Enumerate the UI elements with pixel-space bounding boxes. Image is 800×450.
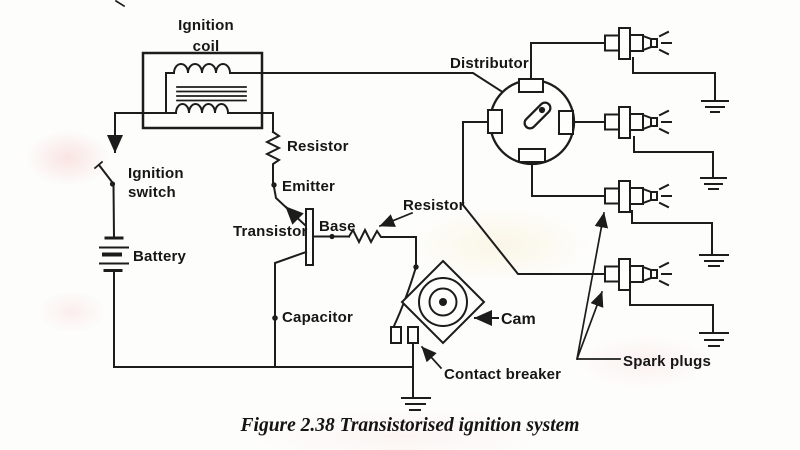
ground-symbol-1 [701, 100, 729, 113]
cam-center-dot [439, 298, 447, 306]
battery-label: Battery [133, 248, 187, 265]
ignition-switch: Ignition switch [93, 112, 184, 201]
switch-blade-tick [93, 160, 104, 170]
spark-plugs-arrow-upper [576, 212, 609, 360]
cam-outer-circle [418, 277, 468, 327]
coil-core [176, 86, 247, 102]
distributor-terminal-left [487, 109, 503, 134]
ground-symbol-3 [699, 254, 729, 267]
cam: Cam [400, 259, 536, 345]
contact-point-right [407, 326, 419, 344]
base-resistor: Resistor [347, 197, 465, 328]
scan-artifact-mark [114, 0, 126, 8]
contact-breaker-label: Contact breaker [444, 366, 561, 383]
emitter-resistor: Resistor [264, 130, 349, 186]
spark-plugs-label: Spark plugs [623, 353, 711, 370]
primary-winding-wire [165, 103, 274, 133]
ground-return-wire [113, 269, 414, 368]
base-resistor-label: Resistor [403, 197, 465, 214]
base-dot [329, 233, 335, 240]
switch-to-battery-wire [112, 182, 116, 240]
ignition-switch-label-line1: Ignition [128, 165, 184, 182]
spark-plugs-callout: Spark plugs [575, 212, 711, 370]
emitter-label: Emitter [282, 178, 335, 195]
plug3-ground-wire [631, 210, 713, 254]
capacitor: Capacitor [272, 309, 353, 326]
secondary-winding-wire [165, 63, 503, 114]
wire-to-plug-3 [531, 161, 606, 197]
plug2-ground-wire [633, 136, 714, 178]
cam-label: Cam [501, 311, 536, 328]
plug1-ground-wire [632, 57, 716, 101]
wire-to-plug-1 [530, 42, 606, 80]
base-resistor-zigzag [347, 227, 417, 266]
ignition-coil: Ignition coil [141, 17, 503, 133]
ignition-coil-label-line2: coil [193, 38, 220, 55]
resistor-zigzag [264, 130, 282, 186]
contact-breaker-pointer-arrow [420, 345, 443, 370]
emitter-junction-dot [271, 182, 277, 188]
spark-plug-1 [604, 27, 729, 113]
emitter-resistor-label: Resistor [287, 138, 349, 155]
emitter-arrow [284, 205, 304, 225]
ground-symbol-4 [699, 332, 729, 347]
capacitor-dot [272, 315, 278, 321]
wire-to-plug-4 [462, 121, 606, 275]
spark-plug-2 [604, 106, 727, 190]
ignition-switch-label-line2: switch [128, 184, 176, 201]
spark-plug-3 [604, 180, 729, 267]
base-resistor-pointer-arrow [378, 211, 414, 228]
distributor-terminal-bottom [518, 148, 546, 163]
contact-point-left [390, 326, 402, 344]
figure-caption: Figure 2.38 Transistorised ignition syst… [240, 415, 580, 436]
distributor-terminal-right [558, 110, 574, 135]
base-label: Base [319, 218, 356, 235]
battery-symbol: Battery [99, 182, 187, 272]
transistor: Emitter Transistor Base [233, 178, 356, 368]
cam-inner-circle [428, 287, 458, 317]
distributor-rotor [523, 101, 552, 130]
switch-blade [97, 163, 114, 184]
spark-plug-4 [604, 258, 729, 347]
transistor-label: Transistor [233, 223, 308, 240]
ground-symbol-breaker [401, 397, 431, 411]
plug4-ground-wire [629, 288, 714, 333]
spark-plugs-arrow-lower [575, 290, 604, 361]
distributor-terminal-top [518, 78, 544, 93]
ignition-coil-label-line1: Ignition [178, 17, 234, 34]
distributor: Distributor [450, 55, 576, 166]
ground-symbol-2 [700, 177, 727, 190]
distributor-label: Distributor [450, 55, 529, 72]
collector-lead [274, 250, 308, 368]
contact-breaker: Contact breaker [390, 326, 561, 411]
coil-to-switch-wire [114, 112, 167, 148]
capacitor-label: Capacitor [282, 309, 353, 326]
